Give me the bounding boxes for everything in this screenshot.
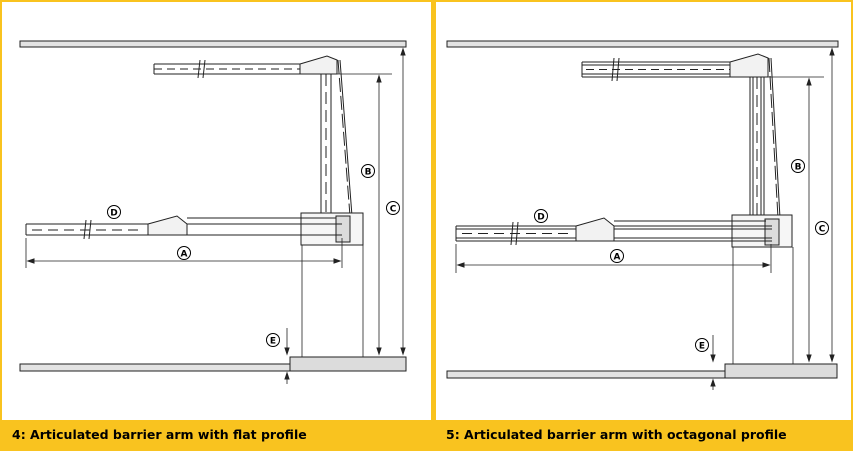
lowered-arm	[25, 215, 342, 240]
barrier-arm-octagonal-drawing: A B C D E	[446, 40, 839, 390]
ceiling-line	[446, 40, 839, 48]
svg-text:C: C	[390, 205, 397, 215]
label-c: C	[815, 221, 829, 235]
label-e: E	[695, 338, 709, 352]
label-d: D	[534, 209, 548, 223]
figure-4-panel: A B C D E 4: Articulated barrier arm wit…	[0, 0, 433, 451]
figure-5-panel: A B C D E 5: Articulated barrier arm wit…	[433, 0, 853, 451]
svg-text:B: B	[795, 163, 802, 173]
label-d: D	[107, 205, 121, 219]
barrier-housing	[731, 214, 793, 248]
figure-4-caption: 4: Articulated barrier arm with flat pro…	[2, 420, 431, 449]
svg-text:B: B	[365, 168, 372, 178]
foundation-step	[724, 363, 838, 379]
barrier-arm-flat-drawing: A B C D E	[19, 40, 407, 384]
foundation-step	[289, 356, 407, 372]
svg-text:C: C	[819, 225, 826, 235]
label-a: A	[610, 249, 624, 263]
upper-arm-segment	[581, 53, 769, 82]
svg-text:E: E	[699, 342, 705, 352]
label-a: A	[177, 246, 191, 260]
svg-text:D: D	[110, 209, 117, 219]
label-e: E	[266, 333, 280, 347]
svg-text:D: D	[537, 213, 544, 223]
vertical-arm-segment	[320, 59, 353, 217]
upper-arm-segment	[153, 55, 338, 79]
figure-5-caption: 5: Articulated barrier arm with octagona…	[436, 420, 851, 449]
vertical-arm-segment	[749, 57, 781, 219]
label-b: B	[361, 164, 375, 178]
label-b: B	[791, 159, 805, 173]
lowered-arm	[455, 217, 772, 246]
svg-text:A: A	[181, 250, 188, 260]
svg-text:E: E	[270, 337, 276, 347]
label-c: C	[386, 201, 400, 215]
ceiling-line	[19, 40, 407, 48]
svg-text:A: A	[614, 253, 621, 263]
